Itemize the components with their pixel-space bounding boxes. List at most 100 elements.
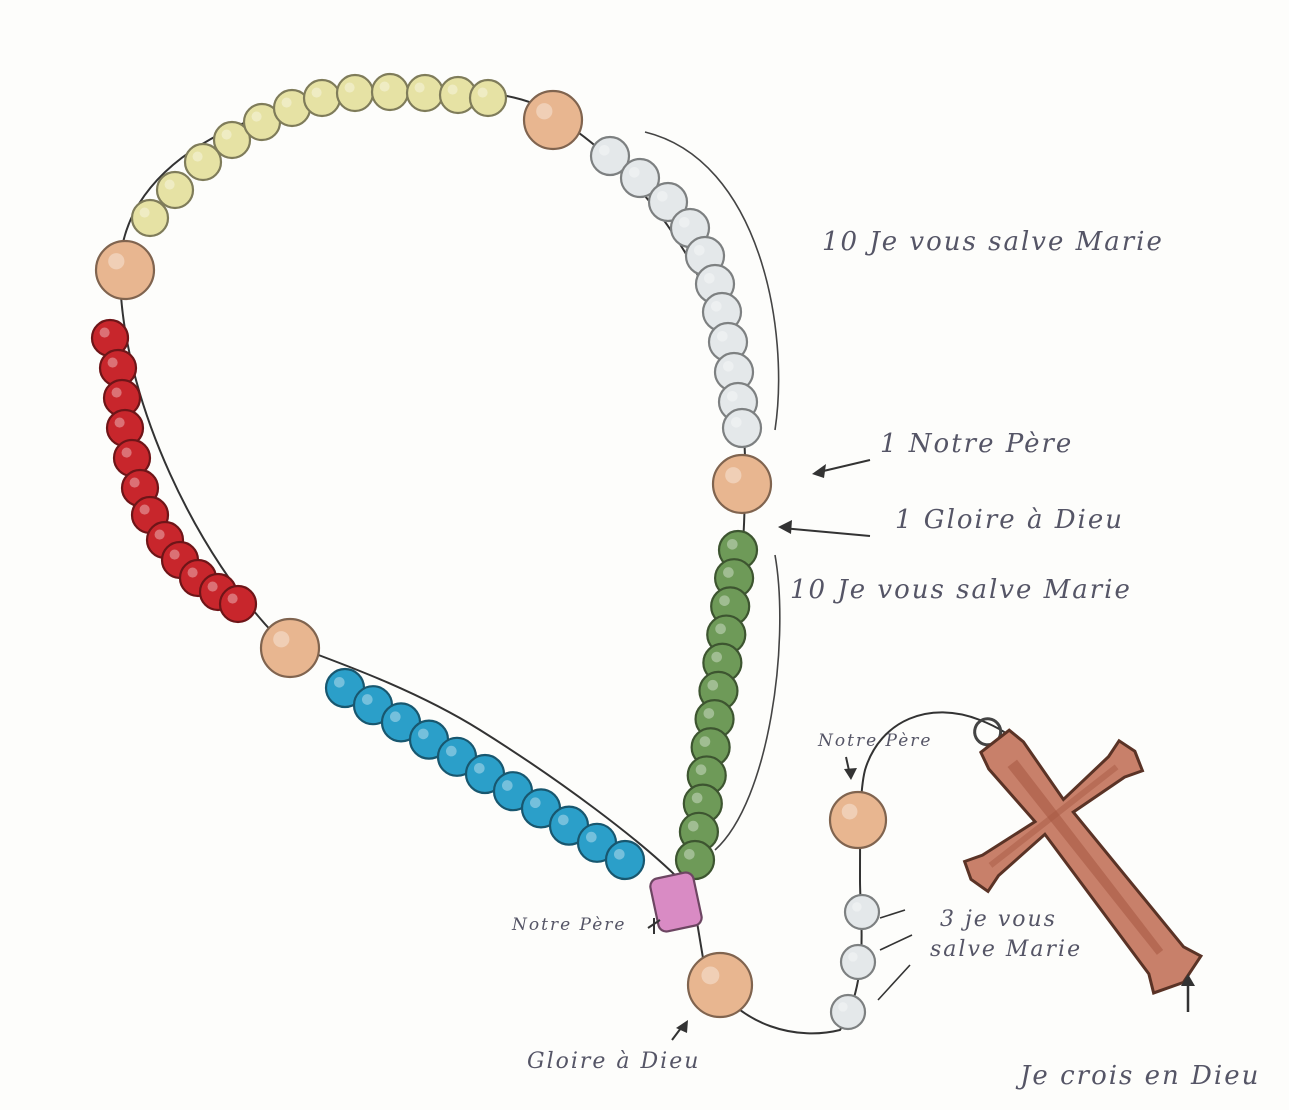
bead-hail-mary-red-highlight (115, 418, 125, 428)
bead-hail-mary-blue-highlight (390, 711, 401, 722)
bead-hail-mary-white-highlight (723, 361, 734, 372)
bead-hail-mary-yellow-highlight (193, 152, 203, 162)
arrow-our-father-1 (812, 460, 870, 478)
bead-hail-mary-green-highlight (700, 736, 711, 747)
bead-hail-mary-white-highlight (727, 391, 738, 402)
bead-hail-mary-yellow (304, 80, 340, 116)
bead-hail-mary-white-highlight (731, 417, 742, 428)
bead-hail-mary-red-highlight (188, 568, 198, 578)
bead-hail-mary-red-highlight (170, 550, 180, 560)
label-decade-top: 10 Je vous salve Marie (822, 227, 1164, 257)
bead-hail-mary-green-highlight (704, 708, 715, 719)
bead-hail-mary-red-highlight (122, 448, 132, 458)
bead-hail-mary-yellow-highlight (222, 130, 232, 140)
bead-hail-mary-blue-highlight (334, 677, 345, 688)
bead-hail-mary-yellow (470, 80, 506, 116)
bead-hail-mary-blue-highlight (530, 797, 541, 808)
label-our-father-pink: Notre Père (511, 915, 626, 935)
bead-hail-mary-green-highlight (696, 764, 707, 775)
label-creed: Je crois en Dieu (1015, 1061, 1260, 1091)
bead-hail-mary-yellow-highlight (345, 83, 355, 93)
bead-hail-mary-yellow-highlight (478, 88, 488, 98)
bead-hail-mary-green-highlight (719, 595, 730, 606)
bead-hail-mary-white-highlight (657, 191, 668, 202)
bead-three-hail-highlight (852, 902, 862, 912)
bead-hail-mary-red-highlight (130, 478, 140, 488)
bead-hail-mary-white-highlight (717, 331, 728, 342)
bead-hail-mary-yellow-highlight (282, 98, 292, 108)
bead-hail-mary-blue-highlight (614, 849, 625, 860)
bead-hail-mary-red-highlight (208, 582, 218, 592)
bead-hail-mary-yellow (132, 200, 168, 236)
bead-hail-mary-green-highlight (692, 793, 703, 804)
bead-our-father-highlight (725, 467, 741, 483)
bead-hail-mary-blue-highlight (474, 763, 485, 774)
arrow-glory-1 (778, 520, 870, 536)
bead-glory-bottom-highlight (701, 966, 719, 984)
bead-hail-mary-white-highlight (704, 273, 715, 284)
bead-hail-mary-yellow-highlight (252, 112, 262, 122)
arrow-our-father-pendant (844, 757, 857, 780)
bead-hail-mary-white (723, 409, 761, 447)
bead-hail-mary-white-highlight (694, 245, 705, 256)
bead-our-father (713, 455, 771, 513)
bead-hail-mary-green-highlight (707, 680, 718, 691)
bead-three-hail (841, 945, 875, 979)
bead-hail-mary-yellow (157, 172, 193, 208)
crucifix (898, 658, 1266, 1047)
bead-hail-mary-blue-highlight (586, 832, 597, 843)
bead-hail-mary-yellow-highlight (415, 83, 425, 93)
bead-hail-mary-yellow (407, 75, 443, 111)
bead-our-father-pink (649, 871, 703, 933)
bead-hail-mary-blue-highlight (418, 729, 429, 740)
bead-hail-mary-green-highlight (723, 567, 734, 578)
label-glory-bottom: Gloire à Dieu (527, 1049, 700, 1074)
label-three-hail-1: 3 je vous (940, 907, 1057, 932)
bead-hail-mary-green-highlight (688, 821, 699, 832)
bead-our-father (524, 91, 582, 149)
bead-hail-mary-yellow-highlight (165, 180, 175, 190)
bead-hail-mary-red (220, 586, 256, 622)
bead-hail-mary-blue (606, 841, 644, 879)
bead-hail-mary-yellow-highlight (312, 88, 322, 98)
bead-hail-mary-green-highlight (727, 539, 738, 550)
arrow-glory-bottom (672, 1020, 688, 1040)
bead-our-father (261, 619, 319, 677)
bead-hail-mary-green-highlight (715, 624, 726, 635)
bead-hail-mary-white-highlight (711, 301, 722, 312)
bead-hail-mary-blue-highlight (362, 694, 373, 705)
bead-glory-bottom (688, 953, 752, 1017)
bead-hail-mary-blue-highlight (446, 746, 457, 757)
bead-hail-mary-white-highlight (599, 145, 610, 156)
bead-hail-mary-yellow-highlight (140, 208, 150, 218)
bead-our-father-highlight (108, 253, 124, 269)
bead-hail-mary-red-highlight (140, 505, 150, 515)
bead-three-hail-highlight (848, 952, 858, 962)
bead-three-hail (845, 895, 879, 929)
label-decade-green: 10 Je vous salve Marie (790, 575, 1132, 605)
bead-hail-mary-red-highlight (155, 530, 165, 540)
label-glory-1: 1 Gloire à Dieu (895, 505, 1124, 535)
bead-hail-mary-red-highlight (228, 594, 238, 604)
bead-hail-mary-yellow (372, 74, 408, 110)
bead-our-father-highlight (536, 103, 552, 119)
label-three-hail-2: salve Marie (930, 937, 1082, 962)
bead-three-hail (831, 995, 865, 1029)
bead-our-father (96, 241, 154, 299)
label-our-father-pendant: Notre Père (817, 731, 932, 751)
bead-three-hail-highlight (838, 1002, 848, 1012)
bead-hail-mary-green-highlight (711, 652, 722, 663)
bead-our-father-pendant-highlight (842, 804, 858, 820)
bead-hail-mary-white-highlight (679, 217, 690, 228)
bead-hail-mary-blue-highlight (558, 815, 569, 826)
label-our-father-1: 1 Notre Père (880, 429, 1073, 459)
arrow-three-hail (878, 910, 912, 1000)
bead-hail-mary-white-highlight (629, 167, 640, 178)
bead-hail-mary-yellow (337, 75, 373, 111)
bead-hail-mary-red-highlight (108, 358, 118, 368)
bead-hail-mary-yellow-highlight (380, 82, 390, 92)
bead-hail-mary-yellow-highlight (448, 85, 458, 95)
bead-hail-mary-red-highlight (112, 388, 122, 398)
